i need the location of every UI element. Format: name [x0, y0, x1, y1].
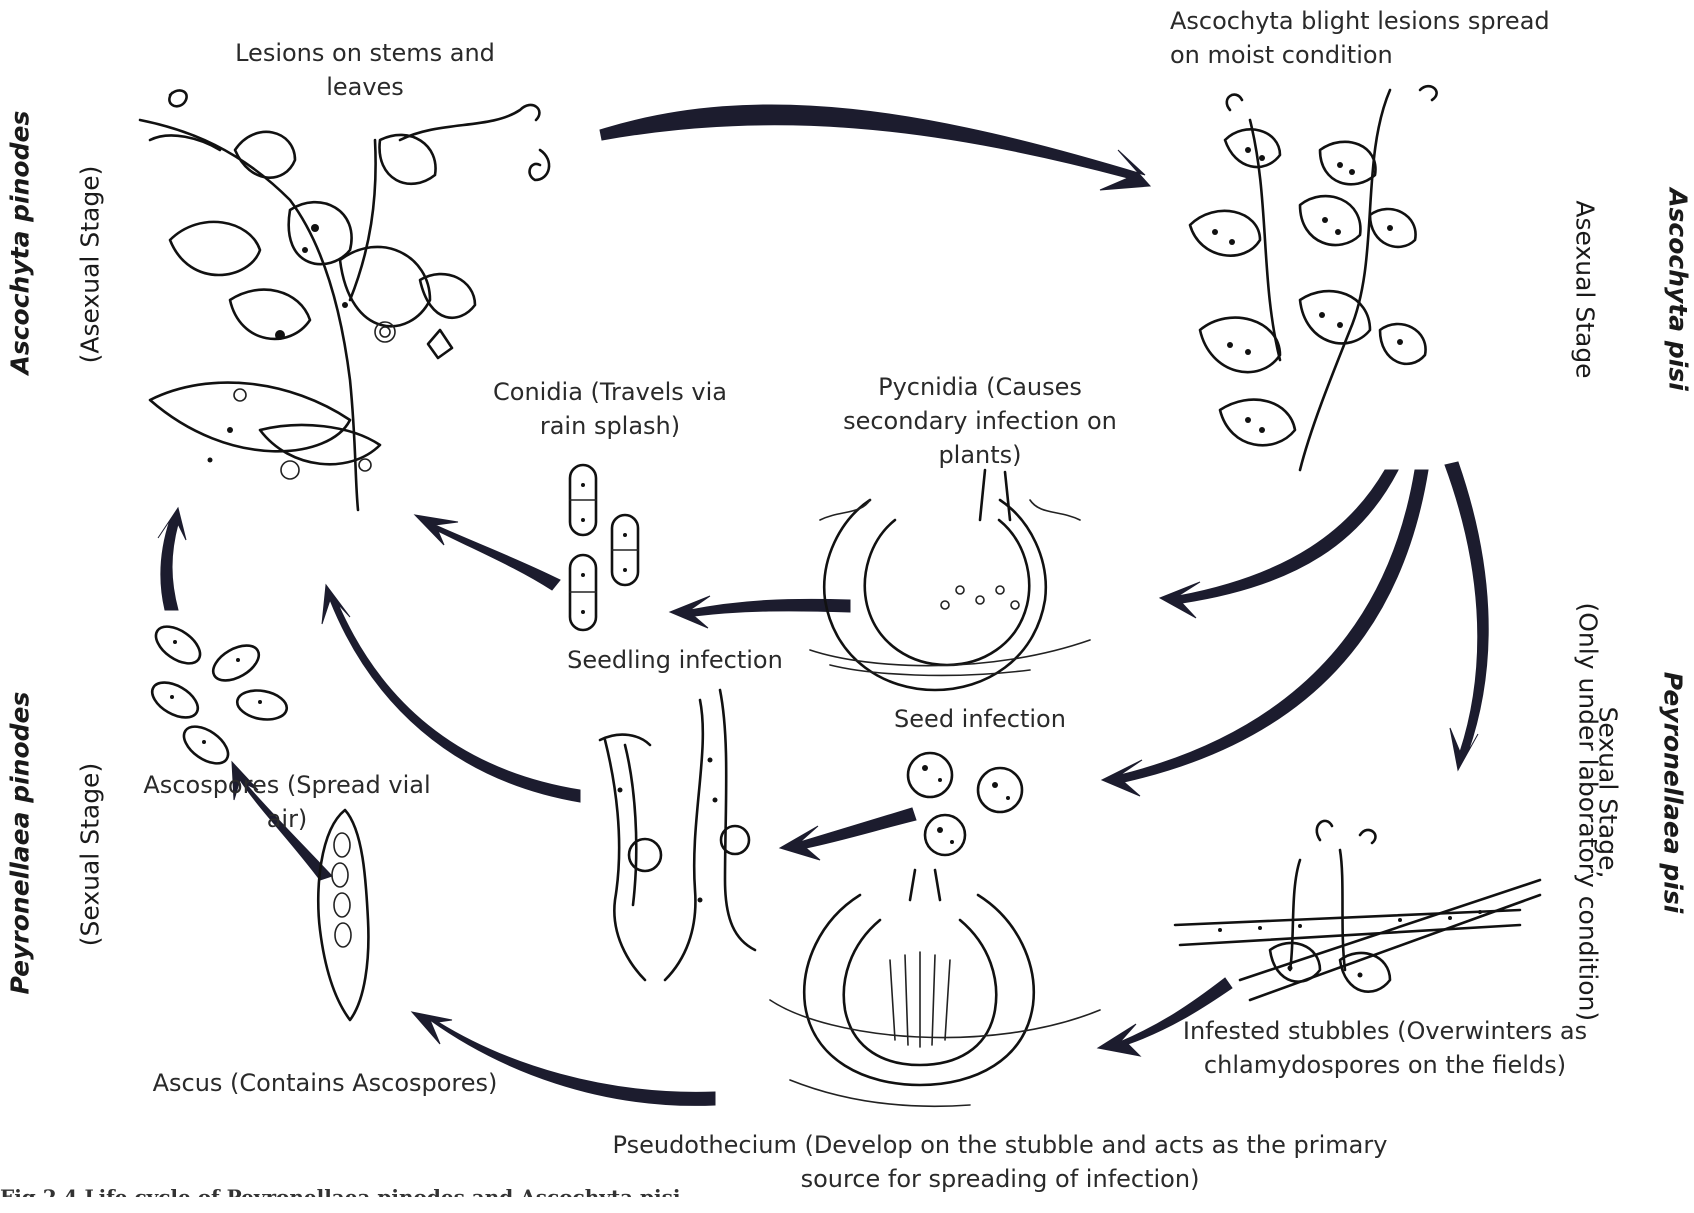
label-seedling-infection: Seedling infection: [555, 643, 795, 677]
label-ascus: Ascus (Contains Ascospores): [140, 1066, 510, 1100]
label-left-top-stage: (Asexual Stage): [76, 155, 105, 375]
label-seed-infection: Seed infection: [880, 702, 1080, 736]
pycnidia-illustration: [810, 470, 1090, 690]
arrow-to-seed: [1102, 470, 1428, 796]
arrow-seed-to-seedling: [780, 808, 916, 860]
ascus-illustration: [318, 810, 368, 1020]
ascospores-illustration: [146, 619, 289, 771]
label-left-bottom-species: Peyronellaea pinodes: [6, 695, 35, 995]
arrow-to-conidia: [670, 596, 850, 628]
arrow-to-stubbles: [1445, 462, 1488, 770]
right-plant-illustration: [1190, 86, 1437, 470]
label-infested-stubbles: Infested stubbles (Overwinters as chlamy…: [1170, 1014, 1600, 1082]
label-ascospores: Ascospores (Spread vial air): [122, 768, 452, 836]
pseudothecium-illustration: [770, 870, 1100, 1106]
arrow-conidia-to-plant: [415, 515, 560, 590]
left-plant-illustration: [140, 90, 549, 510]
stubbles-illustration: [1175, 821, 1540, 1000]
label-left-top-species: Ascochyta pinodes: [6, 135, 35, 375]
label-right-top-stage: Asexual Stage: [1571, 190, 1600, 390]
seed-illustration: [908, 753, 1022, 855]
label-conidia: Conidia (Travels via rain splash): [470, 375, 750, 443]
conidia-illustration: [570, 465, 638, 630]
arrow-ascospores-to-plant: [158, 508, 186, 610]
label-pseudothecium: Pseudothecium (Develop on the stubble an…: [580, 1128, 1420, 1196]
label-right-bottom-species: Peyronellaea pisi: [1659, 663, 1688, 923]
label-blight-spread: Ascochyta blight lesions spread on moist…: [1170, 4, 1570, 72]
label-right-bottom-condition: (Only under laboratory condition): [1574, 603, 1603, 983]
label-pycnidia: Pycnidia (Causes secondary infection on …: [820, 370, 1140, 472]
arrow-to-pycnidia: [1160, 470, 1398, 618]
cycle-arrows: [158, 105, 1488, 1105]
lesion-dots-right: [1212, 147, 1403, 433]
label-right-top-species: Ascochyta pisi: [1664, 175, 1693, 405]
arrow-top: [600, 105, 1150, 190]
label-left-bottom-stage: (Sexual Stage): [76, 755, 105, 955]
label-lesions-on-stems: Lesions on stems and leaves: [215, 36, 515, 104]
seedling-illustration: [600, 690, 755, 980]
